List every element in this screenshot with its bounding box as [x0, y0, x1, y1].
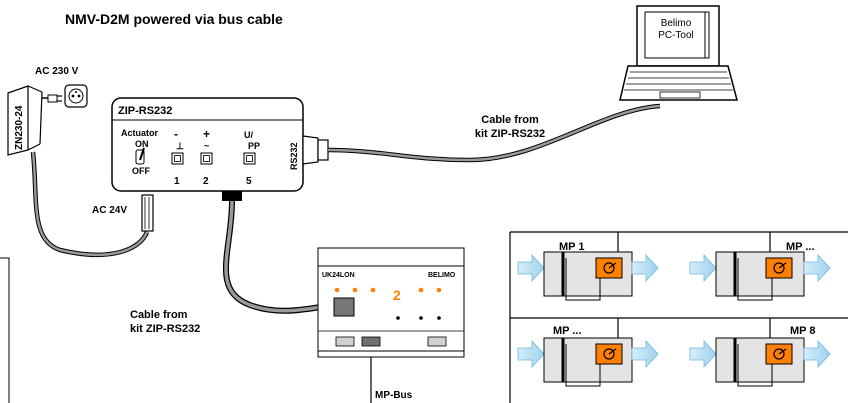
uk-channel: 2 [393, 287, 401, 303]
airflow-in-icon [517, 339, 545, 369]
uk-model-label: UK24LON [322, 272, 355, 279]
zip-title: ZIP-RS232 [118, 105, 172, 117]
terminal-1-sub: ⊥ [176, 141, 184, 151]
output-label: AC 24V [92, 205, 127, 216]
airflow-out-icon [803, 339, 831, 369]
airflow-out-icon [631, 339, 659, 369]
bus-connector [222, 191, 242, 201]
supply-label: AC 230 V [35, 66, 79, 77]
airflow-out-icon [631, 253, 659, 283]
socket-icon [64, 84, 88, 108]
rs232-connector [302, 135, 329, 165]
actuator-label-mp3: MP ... [553, 325, 582, 337]
cable-uk-line1: Cable from [130, 309, 188, 321]
cable-pc-line1: Cable from [481, 114, 539, 126]
actuator-unit-mp1 [517, 251, 659, 301]
rs232-port-label: RS232 [289, 142, 299, 170]
terminal-1-number: 1 [174, 176, 180, 187]
actuator-unit-mp2 [689, 251, 831, 301]
actuator-unit-mp3 [517, 337, 659, 387]
adapter-label: ZN230-24 [14, 105, 25, 150]
diagram-title: NMV-D2M powered via bus cable [65, 11, 283, 27]
terminal-1[interactable]: - ⊥ 1 [171, 127, 184, 187]
terminal-5-number: 5 [246, 176, 252, 187]
actuator-label-mp2: MP ... [786, 241, 815, 253]
uk-brand-label: BELIMO [428, 272, 456, 279]
airflow-in-icon [689, 253, 717, 283]
uk-leds [334, 287, 442, 320]
terminal-2-number: 2 [203, 176, 209, 187]
actuator-label-mp8: MP 8 [790, 325, 815, 337]
cable-uk-line2: kit ZIP-RS232 [130, 323, 200, 335]
terminal-5-symbol: U/ [244, 130, 253, 140]
pc-label-line1: Belimo [661, 18, 692, 29]
actuator-label: Actuator [121, 128, 158, 138]
laptop-icon [619, 5, 738, 101]
terminal-2-symbol: + [203, 127, 210, 141]
mp-bus-label: MP-Bus [375, 390, 413, 401]
airflow-in-icon [517, 253, 545, 283]
cable-pc-line2: kit ZIP-RS232 [475, 128, 545, 140]
on-label: ON [135, 139, 149, 149]
pc-label-line2: PC-Tool [658, 30, 694, 41]
plug-icon [42, 94, 62, 103]
actuator-unit-mp8 [689, 337, 831, 387]
off-label: OFF [132, 166, 150, 176]
terminal-5[interactable]: U/ PP 5 [243, 130, 260, 187]
terminal-2[interactable]: + ~ 2 [200, 127, 213, 187]
actuator-switch[interactable] [135, 147, 145, 165]
actuator-label-mp1: MP 1 [559, 241, 584, 253]
power-adapter [7, 85, 43, 156]
terminal-1-symbol: - [174, 127, 178, 141]
left-frame-edge [0, 257, 10, 403]
uk24lon-module [317, 247, 465, 358]
terminal-5-sub: PP [248, 141, 260, 151]
terminal-2-sub: ~ [204, 141, 209, 151]
bus-network [509, 231, 848, 403]
ac24v-connector [141, 194, 154, 232]
airflow-in-icon [689, 339, 717, 369]
airflow-out-icon [803, 253, 831, 283]
